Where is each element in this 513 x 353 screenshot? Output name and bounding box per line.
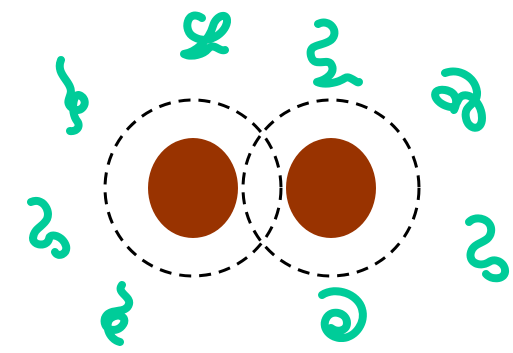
ligand-squiggle-lower-left-icon	[31, 201, 66, 255]
ligand-squiggle-top-left-icon	[184, 16, 227, 56]
left-particle-core	[148, 138, 238, 238]
right-particle-core	[286, 138, 376, 238]
ligand-squiggle-bottom-left-icon	[105, 285, 130, 342]
ligand-squiggle-top-center-icon	[311, 23, 359, 84]
ligand-squiggle-left-icon	[60, 60, 85, 131]
ligand-squiggle-right-icon	[469, 218, 505, 278]
ligand-squiggle-bottom-center-icon	[322, 291, 363, 338]
ligand-squiggle-top-right-icon	[435, 72, 482, 128]
